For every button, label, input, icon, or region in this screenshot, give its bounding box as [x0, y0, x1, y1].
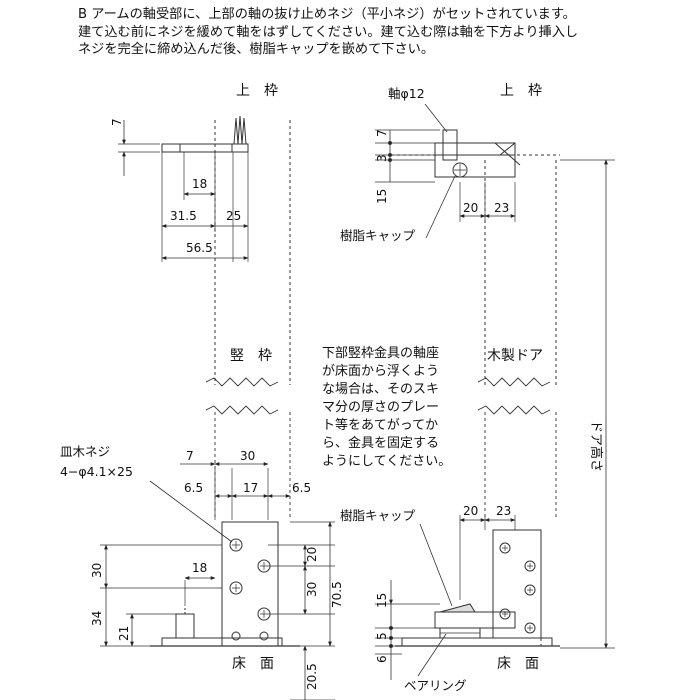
intro-note-line: 建て込む前にネジを緩めて軸をはずしてください。建て込む際は軸を下方より挿入し [78, 24, 579, 40]
dim-ll-70-5: 70.5 [330, 581, 344, 608]
dim-ul-56-5: 56.5 [186, 241, 213, 255]
dim-ll-20-5: 20.5 [305, 663, 319, 690]
dim-ul-7: 7 [110, 118, 124, 126]
lower-right-view: 樹脂キャップ 20 23 床 面 [340, 504, 560, 693]
dim-lr-15: 15 [375, 593, 389, 608]
screw-hatch-icon [233, 115, 247, 145]
dim-ul-18: 18 [192, 177, 207, 191]
intro-note-line: ネジを完全に締め込んだ後、樹脂キャップを嵌めて下さい。 [78, 42, 435, 57]
upper-frame-label-left: 上 枠 [236, 83, 278, 99]
intro-note-line: B アームの軸受部に、上部の軸の抜け止めネジ（平小ネジ）がセットされています。 [78, 7, 576, 22]
caution-note-line: 下部竪枠金具の軸座 [322, 346, 440, 361]
dim-lr-23: 23 [496, 504, 511, 518]
dim-ll-34: 34 [90, 611, 104, 626]
vertical-frame-label: 竪 枠 [230, 348, 272, 364]
screw-name-label: 皿木ネジ [60, 444, 110, 459]
dim-ll-6-5-a: 6.5 [184, 481, 203, 495]
screw-hole-icon [229, 538, 243, 552]
screw-hole-icon [229, 581, 243, 595]
dim-ll-v30-mid: 30 [305, 582, 319, 597]
shaft-seat [175, 613, 195, 639]
dim-ll-20: 20 [305, 547, 319, 562]
screw-spec-label: 4−φ4.1×25 [60, 464, 133, 479]
dim-ll-18: 18 [192, 561, 207, 575]
resin-cap-top [452, 162, 468, 178]
dim-ll-21: 21 [117, 626, 131, 641]
dim-lr-6: 6 [375, 655, 389, 663]
dim-ur-15: 15 [375, 189, 389, 204]
resin-cap-label-bottom: 樹脂キャップ [340, 508, 416, 523]
caution-note-line: マ分の厚さのプレー [322, 400, 440, 415]
door-height-label: ドア高さ [588, 420, 604, 472]
door-height-dimension: ドア高さ [560, 159, 615, 649]
caution-note-line: ようにしてください。 [322, 454, 452, 469]
dim-ll-7: 7 [186, 449, 194, 463]
middle-section: 竪 枠 木製ドア [205, 348, 557, 520]
caution-note: 下部竪枠金具の軸座 が床面から浮くよう な場合は、そのスキ マ分の厚さのプレー … [322, 345, 451, 471]
dim-ur-3: 3 [375, 154, 389, 162]
caution-note-line: が床面から浮くよう [322, 364, 440, 379]
floor-label-left: 床 面 [232, 656, 274, 672]
caution-note-line: ト等をあてがってか [322, 418, 439, 433]
upper-frame-label-right: 上 枠 [500, 83, 542, 99]
dim-ll-6-5-b: 6.5 [292, 481, 311, 495]
upper-right-view: 軸φ12 上 枠 7 3 15 20 [340, 83, 560, 385]
floor-label-right: 床 面 [497, 656, 539, 672]
dim-ur-20: 20 [463, 201, 478, 215]
shaft-label: 軸φ12 [388, 86, 425, 101]
dim-ul-25: 25 [226, 209, 241, 223]
dim-ll-30: 30 [240, 449, 255, 463]
dim-ur-23: 23 [494, 201, 509, 215]
intro-note: B アームの軸受部に、上部の軸の抜け止めネジ（平小ネジ）がセットされています。 … [78, 6, 678, 59]
bearing-label: ベアリング [404, 678, 467, 693]
dim-ul-31-5: 31.5 [170, 209, 197, 223]
resin-cap-bottom [439, 603, 476, 613]
dim-ll-17: 17 [243, 481, 258, 495]
dim-ll-v30-left: 30 [90, 563, 104, 578]
dim-lr-20: 20 [463, 504, 478, 518]
upper-left-view: 上 枠 7 18 31.5 25 56.5 [110, 83, 291, 385]
dim-lr-5: 5 [375, 632, 389, 640]
caution-note-line: ら、金具を固定する [322, 436, 440, 451]
dim-ur-7: 7 [375, 129, 389, 137]
resin-cap-label-top: 樹脂キャップ [340, 228, 416, 243]
lower-left-view: 皿木ネジ 4−φ4.1×25 7 30 6.5 17 6.5 [60, 444, 344, 700]
caution-note-line: な場合は、そのスキ [322, 382, 440, 397]
shaft [442, 129, 458, 161]
wooden-door-label: 木製ドア [487, 348, 543, 364]
upper-plate [161, 143, 249, 153]
